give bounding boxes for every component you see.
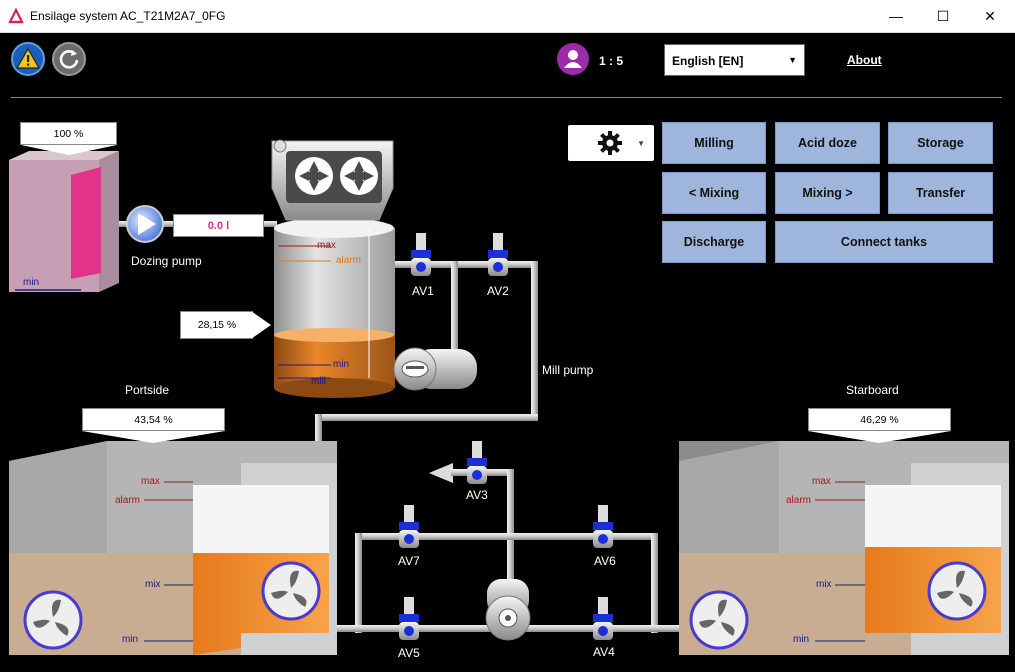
warning-button[interactable] [11, 42, 45, 76]
discharge-button[interactable]: Discharge [662, 221, 766, 263]
refresh-button[interactable] [52, 42, 86, 76]
valve-av5-label: AV5 [398, 646, 420, 660]
user-count: 1 : 5 [599, 54, 624, 68]
acid-level-readout: 100 % [20, 122, 117, 145]
warning-icon [15, 47, 41, 69]
app-logo-icon [8, 8, 24, 24]
portside-pointer [82, 431, 225, 443]
milling-button[interactable]: Milling [662, 122, 766, 164]
chevron-down-icon: ▼ [788, 55, 797, 65]
transfer-button[interactable]: Transfer [888, 172, 993, 214]
mixing-right-button[interactable]: Mixing > [775, 172, 880, 214]
mill-pump-label: Mill pump [542, 363, 594, 377]
about-link[interactable]: About [847, 53, 882, 67]
mill-max-label: max [317, 240, 336, 251]
dozing-pump [126, 205, 164, 243]
language-value: English [EN] [672, 54, 744, 68]
mill-tank [271, 139, 395, 398]
storage-button[interactable]: Storage [888, 122, 993, 164]
starboard-label: Starboard [846, 383, 899, 397]
language-select[interactable]: English [EN] ▼ [664, 44, 805, 76]
close-button[interactable]: ✕ [984, 7, 996, 24]
starboard-level-readout: 46,29 % [808, 408, 951, 431]
portside-max-label: max [141, 476, 160, 487]
app-area: 1 : 5 English [EN] ▼ About ▼ Milling Aci… [1, 33, 1014, 672]
refresh-icon [59, 50, 79, 69]
starboard-min-label: min [793, 634, 810, 645]
valve-av6-label: AV6 [594, 554, 616, 568]
header-divider [11, 97, 1002, 98]
settings-dropdown[interactable]: ▼ [568, 125, 654, 161]
acid-tank [9, 151, 119, 292]
minimize-button[interactable]: — [889, 8, 903, 24]
starboard-max-label: max [812, 476, 831, 487]
user-icon [564, 50, 582, 68]
dozing-flow-readout: 0.0 l [173, 214, 264, 237]
valve-av2-label: AV2 [487, 284, 509, 298]
mill-mill-label: mill [311, 376, 326, 387]
valve-av1-label: AV1 [412, 284, 434, 298]
process-diagram [9, 139, 1009, 655]
valve-av7-label: AV7 [398, 554, 420, 568]
valve-av3-label: AV3 [466, 488, 488, 502]
mill-pointer [251, 311, 271, 339]
portside-min-label: min [122, 634, 139, 645]
maximize-button[interactable]: ☐ [936, 7, 950, 24]
caret-down-icon: ▼ [637, 139, 645, 148]
flow-arrow-icon [429, 463, 453, 483]
acid-min-label: min [23, 277, 40, 288]
starboard-mix-label: mix [816, 579, 832, 590]
acid-pointer [21, 145, 117, 155]
transfer-pump [485, 579, 531, 641]
connect-tanks-button[interactable]: Connect tanks [775, 221, 993, 263]
window-title: Ensilage system AC_T21M2A7_0FG [30, 9, 226, 23]
mill-pump [393, 347, 477, 391]
mixer-fans [23, 561, 987, 650]
valves [399, 233, 613, 640]
portside-alarm-label: alarm [115, 495, 141, 506]
gear-icon [598, 131, 622, 155]
acid-doze-button[interactable]: Acid doze [775, 122, 880, 164]
mill-min-label: min [333, 359, 350, 370]
dozing-pump-label: Dozing pump [131, 254, 202, 268]
valve-av4-label: AV4 [593, 645, 615, 659]
portside-mix-label: mix [145, 579, 161, 590]
starboard-alarm-label: alarm [786, 495, 812, 506]
starboard-pointer [808, 431, 951, 443]
portside-level-readout: 43,54 % [82, 408, 225, 431]
portside-label: Portside [125, 383, 170, 397]
mill-level-readout: 28,15 % [180, 311, 253, 339]
title-bar: Ensilage system AC_T21M2A7_0FG — ☐ ✕ [0, 0, 1015, 33]
user-avatar[interactable] [557, 43, 589, 75]
mill-alarm-label: alarm [336, 255, 362, 266]
mixing-left-button[interactable]: < Mixing [662, 172, 766, 214]
